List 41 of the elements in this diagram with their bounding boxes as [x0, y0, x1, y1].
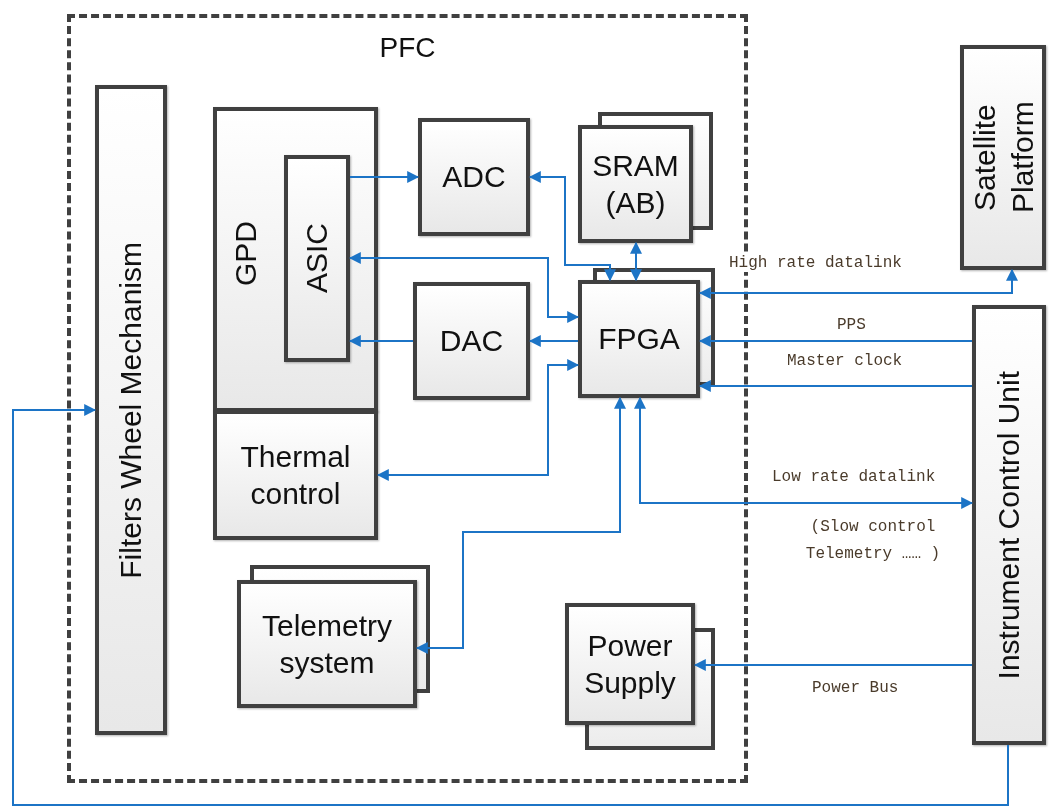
connector-arrow [693, 659, 973, 671]
block-box [95, 85, 167, 735]
connector-arrow [349, 171, 420, 183]
connector-arrow [415, 396, 626, 654]
connector-arrow [698, 335, 973, 347]
block-box [972, 305, 1046, 745]
block-label: Filters Wheel Mechanism [113, 241, 149, 579]
block-box [578, 280, 700, 398]
block-box [237, 580, 417, 708]
connector-arrow [348, 252, 580, 323]
note-text: (Slow control Telemetry …… ) [804, 517, 942, 566]
block-label: Telemetry system [260, 607, 393, 681]
connector-arrow [348, 335, 414, 347]
block-box [284, 155, 350, 362]
block-box [418, 118, 530, 236]
block-label: FPGA [598, 321, 680, 358]
edge-label: High rate datalink [727, 254, 904, 272]
block-label: Instrument Control Unit [991, 370, 1027, 680]
block-label: DAC [439, 323, 504, 360]
block-label: Power Supply [583, 627, 677, 701]
block-box [578, 125, 693, 243]
block-label: PFC [379, 31, 436, 65]
block-label: ADC [442, 159, 506, 196]
block-label: Thermal control [239, 438, 352, 512]
block-box [213, 107, 378, 412]
block-label: ASIC [299, 223, 335, 294]
connector-arrow [528, 171, 616, 282]
block-label: Satellite Platform [966, 100, 1039, 216]
block-label: SRAM (AB) [591, 147, 680, 221]
block-box [565, 603, 695, 725]
block-box [213, 410, 378, 540]
connector-arrow [630, 241, 642, 282]
block-label: GPD [228, 221, 263, 286]
connector-arrow [698, 268, 1018, 299]
connector-arrow [634, 396, 974, 509]
connector-arrow [528, 335, 579, 347]
connector-arrow [12, 404, 1009, 806]
connector-arrow [698, 380, 973, 392]
block-box [413, 282, 530, 400]
block-box [960, 45, 1046, 270]
connector-arrow [376, 359, 580, 481]
